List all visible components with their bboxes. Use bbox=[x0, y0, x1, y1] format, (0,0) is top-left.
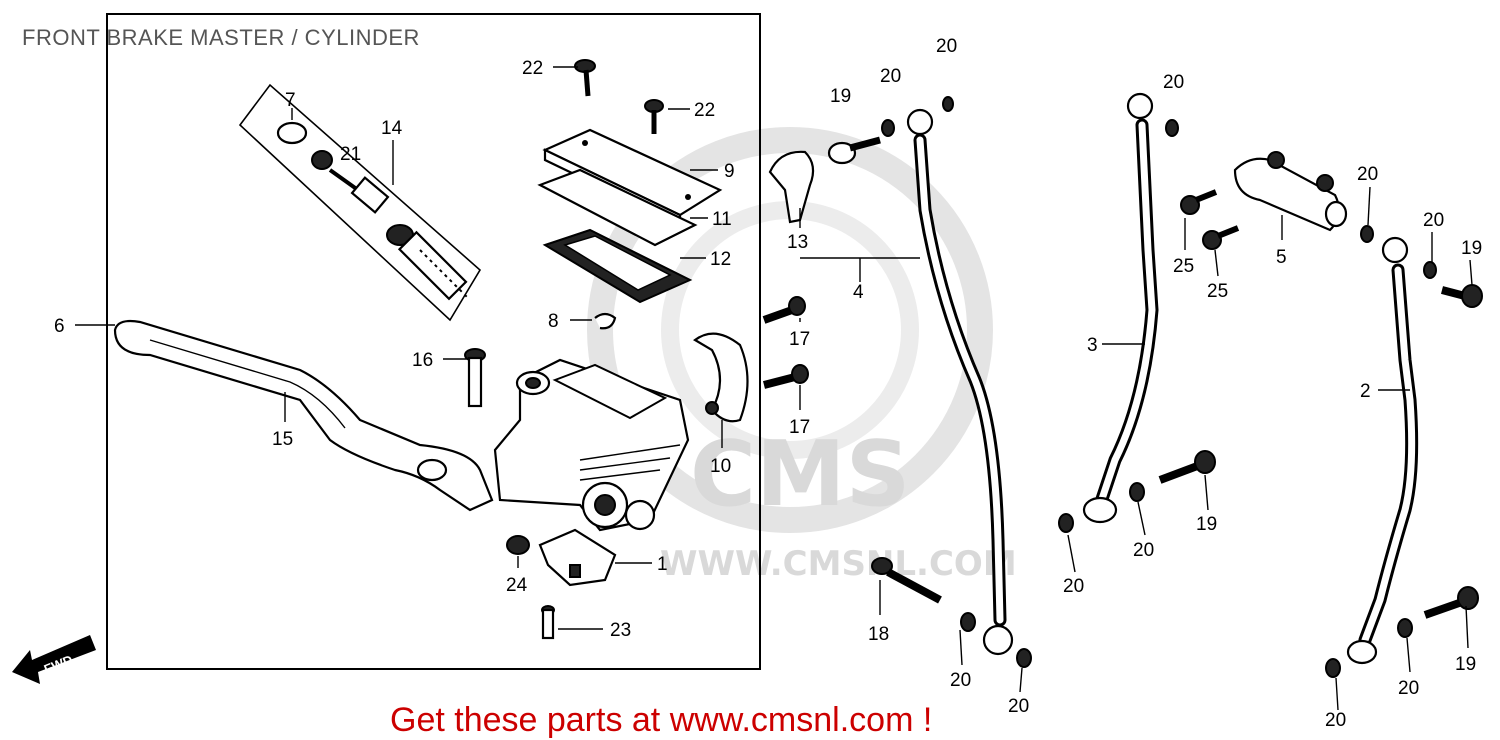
callout-24: 24 bbox=[506, 575, 528, 596]
bleeder-cap bbox=[768, 150, 815, 224]
page-title: FRONT BRAKE MASTER / CYLINDER bbox=[22, 25, 420, 50]
fwd-arrow-icon: FWD bbox=[12, 635, 96, 684]
callout-17: 17 bbox=[789, 329, 810, 350]
callout-10: 10 bbox=[710, 456, 731, 477]
washer bbox=[881, 119, 895, 137]
callouts: 22 22 7 21 14 9 11 12 8 6 16 15 10 1 24 … bbox=[54, 36, 1482, 731]
callout-14: 14 bbox=[381, 118, 403, 139]
screw-22-top bbox=[574, 59, 596, 97]
callout-13: 13 bbox=[787, 232, 808, 253]
callout-19: 19 bbox=[1461, 238, 1482, 259]
watermark-brand: CMS bbox=[690, 422, 910, 527]
callout-20: 20 bbox=[950, 670, 971, 691]
washer bbox=[960, 612, 976, 632]
washer bbox=[1360, 225, 1374, 243]
washer bbox=[1423, 261, 1437, 279]
callout-21: 21 bbox=[340, 144, 361, 165]
brake-lever bbox=[113, 319, 494, 512]
callout-20: 20 bbox=[1325, 710, 1346, 731]
callout-20: 20 bbox=[1163, 72, 1184, 93]
bolt-19-top bbox=[827, 136, 881, 165]
screw-22-second bbox=[644, 99, 664, 134]
watermark-url: WWW.CMSNL.COM bbox=[660, 544, 1017, 584]
bolt-18 bbox=[871, 557, 942, 604]
callout-19: 19 bbox=[1196, 514, 1217, 535]
holder bbox=[693, 332, 749, 423]
callout-22: 22 bbox=[522, 58, 543, 79]
master-cylinder-body bbox=[493, 358, 690, 532]
washer bbox=[1325, 658, 1341, 678]
bolt-17-bottom bbox=[763, 364, 809, 389]
callout-1: 1 bbox=[657, 554, 668, 575]
callout-2: 2 bbox=[1360, 381, 1371, 402]
bolt-19-right bbox=[1440, 284, 1483, 308]
callout-18: 18 bbox=[868, 624, 889, 645]
callout-12: 12 bbox=[710, 249, 731, 270]
diaphragm bbox=[542, 228, 693, 304]
promo-link[interactable]: Get these parts at www.cmsnl.com ! bbox=[390, 701, 932, 739]
leader-lines bbox=[75, 66, 1473, 711]
callout-20: 20 bbox=[1398, 678, 1419, 699]
callout-20: 20 bbox=[880, 66, 901, 87]
callout-11: 11 bbox=[712, 209, 732, 230]
piston-set bbox=[238, 83, 482, 322]
washer bbox=[1165, 119, 1179, 137]
washer bbox=[942, 96, 954, 112]
three-way-joint bbox=[1233, 151, 1348, 232]
washer bbox=[1058, 513, 1074, 533]
washer bbox=[1129, 482, 1145, 502]
callout-20: 20 bbox=[1063, 576, 1084, 597]
callout-3: 3 bbox=[1087, 335, 1098, 356]
callout-9: 9 bbox=[724, 161, 735, 182]
callout-20: 20 bbox=[1008, 696, 1029, 717]
callout-7: 7 bbox=[285, 90, 296, 111]
washer bbox=[1397, 618, 1413, 638]
callout-6: 6 bbox=[54, 316, 65, 337]
callout-17: 17 bbox=[789, 417, 810, 438]
callout-8: 8 bbox=[548, 311, 559, 332]
callout-25: 25 bbox=[1173, 256, 1194, 277]
pivot-bolt bbox=[464, 348, 486, 408]
brake-hose-3 bbox=[1082, 92, 1159, 524]
bolt-25-b bbox=[1202, 225, 1240, 250]
callout-20: 20 bbox=[936, 36, 957, 57]
bolt-19-bottom-right bbox=[1423, 586, 1479, 619]
nut-24 bbox=[506, 535, 530, 555]
washer bbox=[1016, 648, 1032, 668]
callout-19: 19 bbox=[1455, 654, 1476, 675]
brake-hose-4 bbox=[906, 108, 1014, 656]
callout-20: 20 bbox=[1357, 164, 1378, 185]
bolt-17-top bbox=[762, 296, 806, 324]
callout-25: 25 bbox=[1207, 281, 1228, 302]
callout-22: 22 bbox=[694, 100, 715, 121]
brake-switch bbox=[538, 528, 617, 587]
callout-19: 19 bbox=[830, 86, 851, 107]
clip bbox=[594, 312, 617, 330]
bolt-25-a bbox=[1180, 189, 1218, 215]
callout-4: 4 bbox=[853, 282, 864, 303]
reservoir-plate bbox=[537, 168, 698, 247]
brake-hose-2 bbox=[1346, 236, 1419, 665]
callout-16: 16 bbox=[412, 350, 433, 371]
screw-23 bbox=[541, 605, 555, 640]
bolt-19-middle bbox=[1158, 450, 1216, 484]
callout-5: 5 bbox=[1276, 247, 1287, 268]
callout-23: 23 bbox=[610, 620, 631, 641]
callout-20: 20 bbox=[1133, 540, 1154, 561]
callout-20: 20 bbox=[1423, 210, 1444, 231]
assembly-frame bbox=[106, 13, 761, 670]
callout-15: 15 bbox=[272, 429, 293, 450]
